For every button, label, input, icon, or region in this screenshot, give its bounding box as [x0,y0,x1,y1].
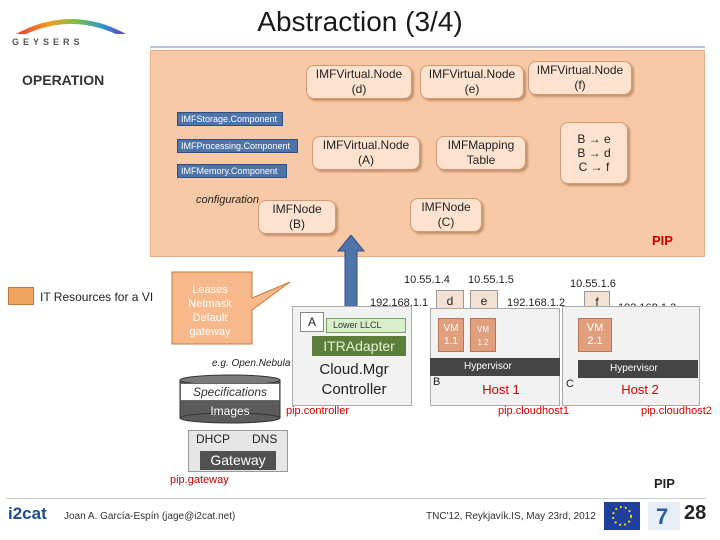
pip-cloudhost2: pip.cloudhost2 [641,405,712,417]
vm-1-1-label: VM [443,323,459,334]
mapping-table-line2: Table [466,153,496,167]
virtual-node-f-name: IMFVirtual.Node [536,63,624,77]
imf-node-c: IMFNode (C) [410,198,482,232]
mapping-entries: B → e B → d C → f [560,122,628,184]
storage-component: IMFStorage.Component [177,112,283,126]
memory-component: IMFMemory.Component [177,164,287,178]
leases-line: Leases [192,284,228,296]
controller-label: Controller [321,381,387,398]
cloud-mgr-label: Cloud.Mgr [319,361,389,378]
mapping-entry: B → e [577,132,611,146]
slide-title: Abstraction (3/4) [257,6,463,37]
ip-10-55-1-5: 10.55.1.5 [468,274,514,286]
pip-cloudhost1: pip.cloudhost1 [498,405,569,417]
leases-callout-shape [171,271,291,345]
virtual-node-d: IMFVirtual.Node (d) [306,65,412,99]
vm-1-1-id: 1.1 [444,336,458,347]
gateway-label: Gateway [200,451,276,470]
imf-node-c-id: (C) [437,215,455,229]
specifications-label: Specifications [180,383,280,401]
footer-author: Joan A. García-Espín (jage@i2cat.net) [64,511,236,522]
virtual-node-e: IMFVirtual.Node (e) [420,65,524,99]
footer-event: TNC'12, Reykjavík.IS, May 23rd, 2012 [426,511,596,522]
pip-label-bottom: PIP [654,476,675,491]
it-adapter: ITRAdapter [312,336,406,356]
configuration-label: configuration [196,194,259,206]
virtual-node-a-id: (A) [358,153,374,167]
geysers-logo: GEYSERS [12,12,130,47]
host2-label: Host 2 [621,382,659,397]
up-arrow-icon [336,235,366,325]
dns-label: DNS [252,432,278,446]
geysers-logo-text: GEYSERS [12,37,84,47]
pip-controller: pip.controller [286,405,349,417]
imf-node-b-id: (B) [289,217,305,231]
leases-line: Default [192,312,228,324]
lower-llcl: Lower LLCL [326,318,406,333]
pip-label-operation: PIP [652,233,673,248]
mapping-entry: B → d [577,146,611,160]
imf-node-c-name: IMFNode [421,200,471,214]
vm-1-2-label: VM [477,325,489,334]
mapping-table-line1: IMFMapping [447,138,515,152]
node-c: C [566,378,574,390]
dhcp-label: DHCP [196,432,231,446]
open-nebula-note: e.g. Open.Nebula [212,358,291,369]
divider [150,46,705,48]
mapping-entry: C → f [578,160,610,174]
virtual-node-f-id: (f) [574,78,586,92]
vm-1-1: VM 1.1 [438,318,464,352]
operation-label: OPERATION [22,72,105,88]
host1-label: Host 1 [482,382,520,397]
vm-2-1-label: VM [586,322,604,334]
virtual-node-d-id: (d) [351,82,367,96]
leases-line: Netmask [188,298,232,310]
legend-label: IT Resources for a VI [40,290,154,304]
ip-10-55-1-4: 10.55.1.4 [404,274,450,286]
host1-hypervisor: Hypervisor [430,358,560,376]
vm-2-1-id: 2.1 [587,335,603,347]
host2-hypervisor: Hypervisor [578,360,698,378]
pip-gateway: pip.gateway [170,474,229,486]
imf-node-b: IMFNode (B) [258,200,336,234]
virtual-node-e-name: IMFVirtual.Node [428,67,516,81]
virtual-node-f: IMFVirtual.Node (f) [528,61,632,95]
legend-swatch [8,287,34,305]
leases-line: gateway [189,326,231,338]
vm-1-2: VM 1.2 [470,318,496,352]
virtual-node-a: IMFVirtual.Node (A) [312,136,420,170]
svg-text:7: 7 [656,504,668,529]
node-a: A [300,312,324,332]
images-label: Images [210,404,250,418]
mapping-table: IMFMapping Table [436,136,526,170]
vm-1-2-id: 1.2 [477,338,489,347]
i2cat-logo: i2cat [8,504,47,523]
virtual-node-a-name: IMFVirtual.Node [322,138,410,152]
geysers-logo-graphic [16,19,126,34]
ip-10-55-1-6: 10.55.1.6 [570,278,616,290]
host2-box [562,306,700,406]
fp7-logo-icon: 7 [648,502,680,530]
imf-node-b-name: IMFNode [272,202,322,216]
node-b: B [433,376,441,388]
processing-component: IMFProcessing.Component [177,139,298,153]
virtual-node-e-id: (e) [464,82,480,96]
vm-2-1: VM 2.1 [578,318,612,352]
footer-divider [6,498,706,499]
eu-flag-icon [604,502,640,530]
leases-callout: Leases Netmask Default gateway [174,283,246,339]
virtual-node-d-name: IMFVirtual.Node [315,67,403,81]
ip-192-168-1-2: 192.168.1.2 [507,297,566,309]
page-number: 28 [684,502,707,524]
